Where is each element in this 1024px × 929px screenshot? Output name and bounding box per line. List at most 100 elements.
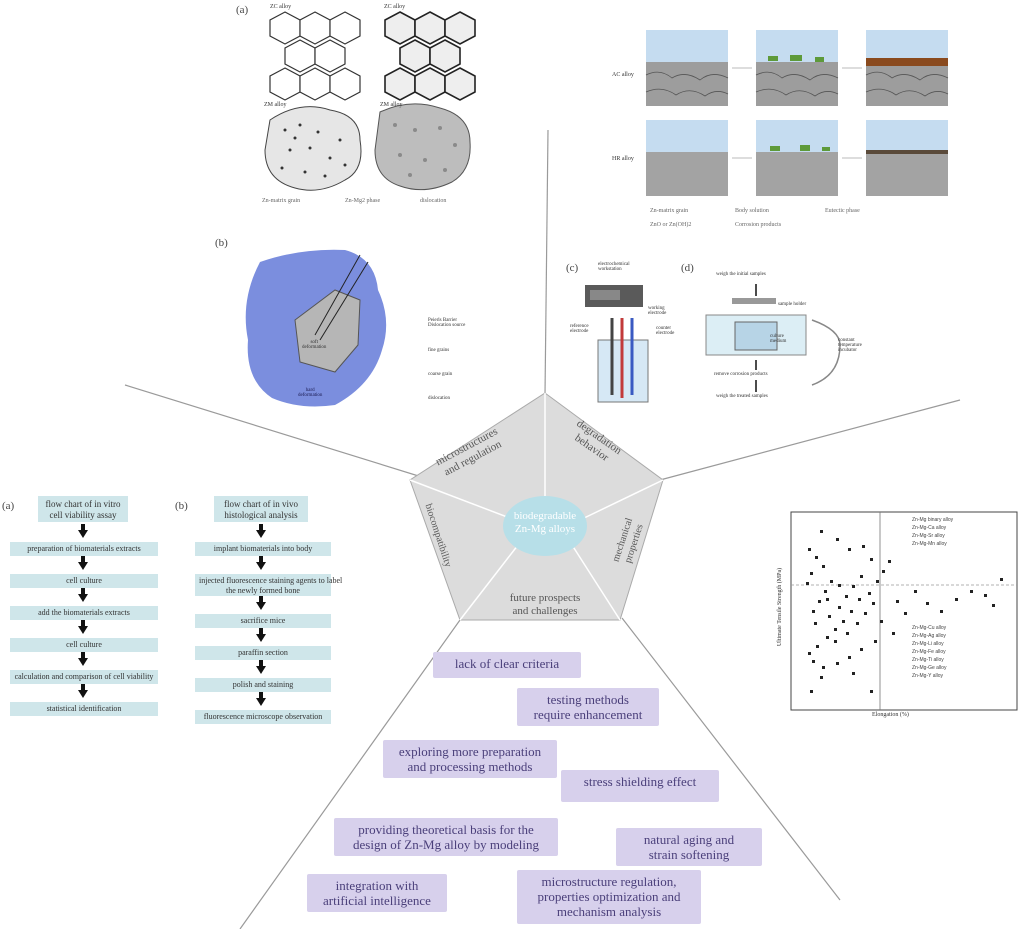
scatter-point bbox=[914, 590, 917, 593]
scatter-point bbox=[822, 565, 825, 568]
immersion-label-2: sample holder bbox=[778, 302, 807, 307]
center-ellipse bbox=[503, 496, 587, 556]
micro-label-1: ZC alloy bbox=[270, 4, 292, 10]
scatter-point bbox=[870, 690, 873, 693]
scatter-point bbox=[926, 602, 929, 605]
scatter-point bbox=[818, 600, 821, 603]
scatter-point bbox=[852, 585, 855, 588]
scatter-legend-2: Zn-Mg-Ca alloy bbox=[912, 525, 947, 531]
scatter-point bbox=[838, 606, 841, 609]
scatter-point bbox=[836, 538, 839, 541]
scatter-legend-bottom: Zn-Mg-Cu alloy Zn-Mg-Ag alloy Zn-Mg-Li a… bbox=[912, 624, 946, 680]
micro-label-3: ZM alloy bbox=[264, 102, 287, 108]
flowchart-a-arrow-4 bbox=[78, 652, 88, 666]
degradation-legend-1: Zn-matrix grain bbox=[650, 208, 689, 214]
immersion-label-6: constant temperature incubator bbox=[838, 338, 862, 353]
scatter-point bbox=[860, 575, 863, 578]
electrochem-label-3: reference electrode bbox=[570, 324, 589, 334]
scatter-point bbox=[850, 610, 853, 613]
grain-legend-2: fine grains bbox=[428, 348, 450, 353]
scatter-point bbox=[845, 595, 848, 598]
scatter-point bbox=[882, 570, 885, 573]
scatter-point bbox=[846, 632, 849, 635]
scatter-legend-6: Zn-Mg-Ag alloy bbox=[912, 633, 946, 639]
flowchart-b-step-2: injected fluorescence staining agents to… bbox=[195, 574, 342, 596]
flowchart-b-arrow-3 bbox=[256, 628, 266, 642]
flowchart-b-step-5: polish and staining bbox=[195, 678, 331, 692]
scatter-point bbox=[984, 594, 987, 597]
micro-legend-1: Zn-matrix grain bbox=[262, 198, 301, 204]
scatter-point bbox=[860, 648, 863, 651]
scatter-point bbox=[868, 592, 871, 595]
scatter-point bbox=[820, 676, 823, 679]
immersion-label-1: weigh the initial samples bbox=[716, 272, 766, 277]
label-future: future prospects and challenges bbox=[509, 592, 581, 617]
immersion-label-3: culture medium bbox=[770, 334, 787, 344]
scatter-point bbox=[872, 602, 875, 605]
scatter-point bbox=[880, 620, 883, 623]
scatter-point bbox=[856, 622, 859, 625]
scatter-point bbox=[826, 636, 829, 639]
grain-legend-3: coarse grain bbox=[428, 372, 453, 377]
scatter-point bbox=[806, 582, 809, 585]
scatter-point bbox=[1000, 578, 1003, 581]
flowchart-a-step-1: preparation of biomaterials extracts bbox=[10, 542, 158, 556]
micro-label-4: ZM alloy bbox=[380, 102, 403, 108]
scatter-point bbox=[940, 610, 943, 613]
degradation-legend-4: ZnO or Zn(OH)2 bbox=[650, 222, 692, 228]
scatter-point bbox=[874, 640, 877, 643]
scatter-point bbox=[822, 666, 825, 669]
scatter-legend-4: Zn-Mg-Mn alloy bbox=[912, 541, 947, 547]
degradation-row-2: HR alloy bbox=[612, 156, 634, 162]
scatter-point bbox=[970, 590, 973, 593]
micro-label-2: ZC alloy bbox=[384, 4, 406, 10]
grain-panel bbox=[245, 249, 387, 407]
degradation-legend-3: Eutectic phase bbox=[825, 208, 860, 214]
scatter-legend-3: Zn-Mg-Sr alloy bbox=[912, 533, 945, 539]
divider-bottom-left bbox=[239, 619, 461, 929]
scatter-legend-7: Zn-Mg-Li alloy bbox=[912, 641, 944, 647]
flowchart-b-step-1: implant biomaterials into body bbox=[195, 542, 331, 556]
scatter-point bbox=[992, 604, 995, 607]
flowchart-a-step-5: calculation and comparison of cell viabi… bbox=[10, 670, 158, 684]
scatter-point bbox=[808, 548, 811, 551]
scatter-point bbox=[955, 598, 958, 601]
degradation-legend-2: Body solution bbox=[735, 208, 769, 214]
immersion-panel bbox=[705, 284, 841, 392]
scatter-point bbox=[820, 530, 823, 533]
scatter-point bbox=[824, 590, 827, 593]
scatter-point bbox=[870, 558, 873, 561]
challenge-7: integration with artificial intelligence bbox=[307, 874, 447, 912]
scatter-point bbox=[828, 615, 831, 618]
scatter-legend-9: Zn-Mg-Ti alloy bbox=[912, 657, 944, 663]
flowchart-a-step-4: cell culture bbox=[10, 638, 158, 652]
flowchart-b-arrow-5 bbox=[256, 692, 266, 706]
challenge-1: lack of clear criteria bbox=[433, 652, 581, 678]
panel-letter-d: (d) bbox=[681, 262, 694, 274]
flowchart-a-arrow-1 bbox=[78, 556, 88, 570]
flowchart-a-arrow-3 bbox=[78, 620, 88, 634]
immersion-label-4: remove corrosion products bbox=[714, 372, 768, 377]
flowchart-b-step-3: sacrifice mice bbox=[195, 614, 331, 628]
flowchart-b-arrow-4 bbox=[256, 660, 266, 674]
panel-letter-a-flow: (a) bbox=[2, 500, 15, 512]
flowchart-b-arrow-2 bbox=[256, 596, 266, 610]
scatter-legend-1: Zn-Mg binary alloy bbox=[912, 517, 954, 523]
scatter-ylabel: Ultimate Tensile Strength (MPa) bbox=[777, 567, 783, 647]
microstructure-panel bbox=[264, 11, 476, 191]
scatter-point bbox=[815, 556, 818, 559]
grain-inner-label: soft deformation bbox=[302, 340, 327, 350]
scatter-point bbox=[838, 584, 841, 587]
scatter-point bbox=[836, 662, 839, 665]
challenge-5: providing theoretical basis for the desi… bbox=[334, 818, 558, 856]
scatter-point bbox=[808, 652, 811, 655]
challenge-3: exploring more preparation and processin… bbox=[383, 740, 557, 778]
flowchart-a-step-2: cell culture bbox=[10, 574, 158, 588]
grain-outer-label: hard deformation bbox=[298, 388, 323, 398]
challenge-2: testing methods require enhancement bbox=[517, 688, 659, 726]
scatter-point bbox=[810, 690, 813, 693]
scatter-point bbox=[888, 560, 891, 563]
flowchart-b-arrow-0 bbox=[256, 524, 266, 538]
scatter-point bbox=[862, 545, 865, 548]
